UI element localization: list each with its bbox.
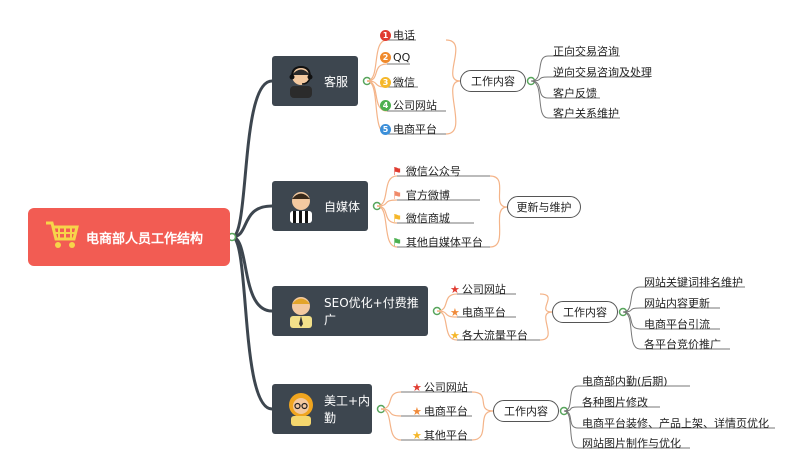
item-connector [436,310,458,341]
detail-item: 逆向交易咨询及处理 [553,66,652,79]
group-connector [539,311,553,341]
list-item: ★公司网站 [412,380,468,395]
star-icon: ★ [450,305,460,319]
flag-icon: ⚑ [392,235,402,249]
detail-item: 网站图片制作与优化 [582,437,681,450]
list-item: 3 微信 [380,74,415,90]
star-icon: ★ [412,380,422,394]
detail-item: 电商平台引流 [644,318,710,331]
number-4-icon: 4 [380,99,391,111]
branch-zimeiti[interactable]: 自媒体 [272,181,368,231]
flag-icon: ⚑ [392,211,402,225]
list-item: ⚑微信公众号 [392,164,461,179]
businessman-avatar-icon [290,297,312,328]
group-label[interactable]: 更新与维护 [507,196,581,218]
list-item: ★电商平台 [450,305,506,320]
item-connector [376,175,398,207]
item-connector [366,63,388,82]
detail-item: 客户反馈 [553,87,597,100]
detail-connector [563,410,579,449]
group-connector [489,206,508,248]
star-icon: ★ [450,282,460,296]
branch-kefu[interactable]: 客服 [272,56,358,106]
detail-connector [530,80,549,119]
detail-item: 电商部内勤(后期) [582,375,668,388]
branch-meigong[interactable]: 美工+内勤 [272,384,372,434]
number-1-icon: 1 [380,29,391,41]
list-item: ★公司网站 [450,282,506,297]
group-connector [445,80,461,135]
item-connector [436,293,458,312]
list-item: ★各大流量平台 [450,328,528,343]
detail-connector [622,286,641,313]
root-label: 电商部人员工作结构 [86,231,204,247]
branch-label: 美工+内勤 [324,394,371,425]
group-label[interactable]: 工作内容 [552,301,618,323]
list-item: 1 电话 [380,27,415,43]
star-icon: ★ [450,328,460,342]
group-connector [489,175,508,208]
group-label[interactable]: 工作内容 [460,70,526,92]
group-connector [539,293,553,313]
branch-connector [231,79,273,239]
list-item: ★其他平台 [412,428,468,443]
branch-connector [231,204,273,239]
girl-with-glasses-avatar-icon [289,393,313,426]
list-item: ★电商平台 [412,404,468,419]
branch-label: 自媒体 [324,199,361,214]
group-connector [471,391,494,412]
branch-label: SEO优化+付费推广 [324,296,419,327]
item-connector [380,408,402,441]
list-item: 4 公司网站 [380,97,437,113]
detail-item: 电商平台装修、产品上架、详情页优化 [582,417,769,430]
detail-connector [530,55,549,82]
shopping-cart-icon [44,219,80,255]
branch-seo[interactable]: SEO优化+付费推广 [272,286,428,336]
list-item: ⚑其他自媒体平台 [392,235,483,250]
flag-icon: ⚑ [392,188,402,202]
branch-label: 客服 [324,74,349,89]
detail-item: 正向交易咨询 [553,45,619,58]
root-node[interactable]: 电商部人员工作结构 [28,208,230,266]
number-5-icon: 5 [380,123,391,135]
item-connector [376,205,398,248]
detail-item: 网站关键词排名维护 [644,276,743,289]
detail-item: 各种图片修改 [582,396,648,409]
item-connector [380,391,402,410]
headset-agent-avatar-icon [289,65,313,98]
referee-avatar-icon [290,192,312,223]
detail-connector [563,385,579,412]
list-item: ⚑官方微博 [392,188,450,203]
list-item: 2 QQ [380,51,410,64]
detail-connector [622,311,641,350]
detail-item: 客户关系维护 [553,107,619,120]
flag-icon: ⚑ [392,164,402,178]
group-connector [445,39,461,82]
detail-item: 各平台竞价推广 [644,338,721,351]
star-icon: ★ [412,404,422,418]
group-connector [471,410,494,441]
group-label[interactable]: 工作内容 [493,400,559,422]
item-connector [366,39,388,82]
list-item: ⚑微信商城 [392,211,450,226]
number-2-icon: 2 [380,52,391,63]
detail-item: 网站内容更新 [644,297,710,310]
branch-connector [231,235,273,411]
number-3-icon: 3 [380,76,391,88]
star-icon: ★ [412,428,422,442]
list-item: 5 电商平台 [380,121,437,137]
